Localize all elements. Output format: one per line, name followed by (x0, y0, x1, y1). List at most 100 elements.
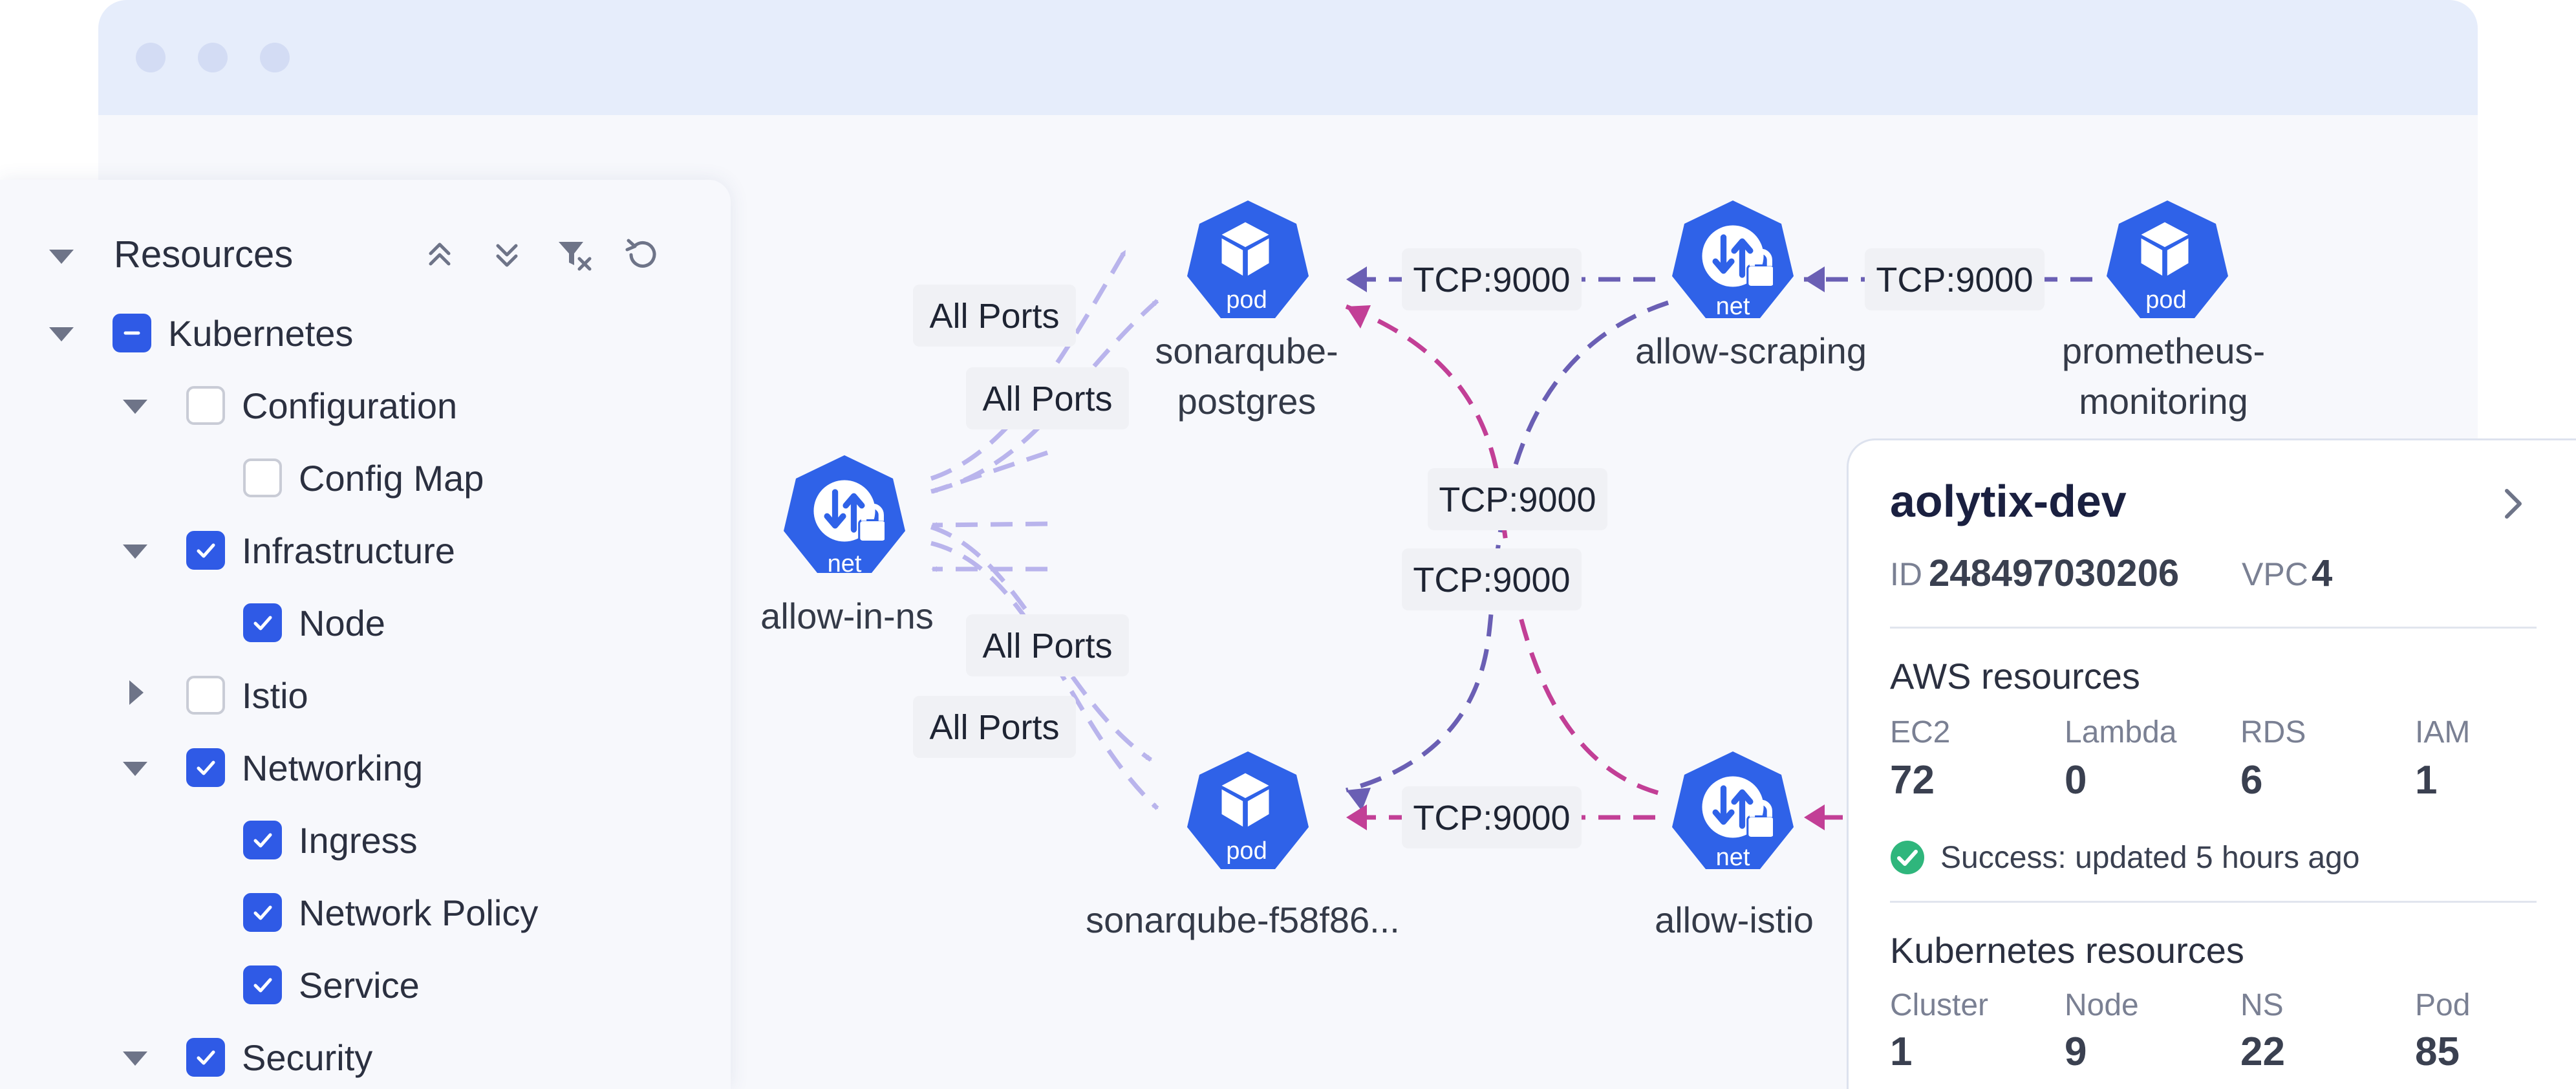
node-allow-scraping[interactable]: net allow-scraping (1635, 200, 1867, 371)
tree-item-ingress[interactable]: Ingress (243, 811, 418, 869)
checkbox-checked[interactable] (243, 893, 282, 932)
tree-item-label: Config Map (299, 457, 484, 499)
tree-item-configuration[interactable]: Configuration (186, 376, 457, 435)
node-type: pod (2145, 286, 2186, 314)
k8s-node-value: 9 (2065, 1030, 2087, 1074)
clear-filter-icon[interactable] (555, 235, 594, 274)
tree-item-kubernetes[interactable]: Kubernetes (113, 304, 353, 362)
tree-item-label: Kubernetes (168, 312, 354, 354)
node-prometheus-monitoring[interactable]: pod prometheus- monitoring (2062, 200, 2265, 422)
k8s-cluster-label: Cluster (1890, 988, 1989, 1022)
arrowhead (1346, 266, 1367, 292)
edge-f58-to-allow-in-ns-a[interactable] (931, 521, 1048, 528)
checkbox-partial[interactable] (113, 314, 151, 352)
edge-allow-in-ns-to-f58-b[interactable] (930, 541, 1159, 810)
checkbox-checked[interactable] (186, 1038, 225, 1077)
node-type: pod (1226, 286, 1267, 314)
node-label: sonarqube- (1155, 330, 1338, 371)
vpc-label: VPC (2242, 556, 2308, 592)
aws-rds-label: RDS (2240, 715, 2306, 749)
aws-lambda-label: Lambda (2065, 715, 2177, 749)
edge-allow-in-ns-to-postgres-a[interactable] (930, 250, 1128, 481)
tree-item-network-policy[interactable]: Network Policy (243, 883, 538, 942)
reset-icon[interactable] (622, 235, 661, 274)
arrowhead (1804, 804, 1825, 830)
checkbox-checked[interactable] (243, 821, 282, 859)
tree-item-label: Configuration (242, 385, 458, 426)
node-type: net (1716, 844, 1750, 871)
expand-caret-icon[interactable] (123, 1051, 147, 1066)
account-detail-card: aolytix-dev ID 248497030206 VPC 4 AWS re… (1847, 438, 2576, 1089)
node-label: allow-scraping (1635, 330, 1867, 371)
node-allow-in-ns[interactable]: net allow-in-ns (760, 455, 934, 636)
edge-label: TCP:9000 (1413, 261, 1570, 299)
resources-panel: Resources Kubernetes Configuration Confi… (0, 180, 731, 1089)
edge-label: TCP:9000 (1413, 799, 1570, 837)
expand-caret-icon[interactable] (49, 327, 74, 341)
edge-label: All Ports (982, 380, 1112, 418)
checkbox-checked[interactable] (186, 531, 225, 570)
success-check-icon (1891, 841, 1924, 874)
aws-lambda-value: 0 (2065, 758, 2087, 803)
collapse-all-icon[interactable] (420, 235, 459, 274)
edge-label: TCP:9000 (1413, 561, 1570, 599)
checkbox[interactable] (243, 458, 282, 497)
expand-caret-icon[interactable] (123, 762, 147, 776)
window-titlebar (98, 0, 2478, 115)
node-allow-istio[interactable]: net allow-istio (1655, 751, 1814, 940)
expand-all-icon[interactable] (488, 235, 526, 274)
tree-item-infrastructure[interactable]: Infrastructure (186, 521, 455, 579)
k8s-ns-label: NS (2240, 988, 2284, 1022)
tree-item-label: Istio (242, 674, 308, 716)
node-label: prometheus- (2062, 330, 2265, 371)
aws-resources-title: AWS resources (1890, 656, 2140, 696)
checkbox[interactable] (186, 386, 225, 425)
edge-label: All Ports (929, 708, 1059, 747)
tree-item-istio[interactable]: Istio (186, 666, 308, 724)
vpc-value: 4 (2312, 552, 2333, 594)
k8s-ns-value: 22 (2240, 1030, 2285, 1074)
divider (1890, 627, 2537, 629)
divider (1890, 901, 2537, 903)
kubernetes-resources-title: Kubernetes resources (1890, 930, 2244, 971)
arrowhead (1346, 804, 1367, 830)
arrowhead (1346, 788, 1371, 811)
edge-postgres-to-allow-in-ns[interactable] (931, 450, 1049, 494)
id-label: ID (1890, 556, 1922, 592)
checkbox-checked[interactable] (243, 965, 282, 1004)
node-sonarqube-postgres[interactable]: pod sonarqube- postgres (1155, 200, 1338, 422)
node-label: allow-istio (1655, 900, 1814, 940)
tree-item-label: Ingress (299, 819, 418, 861)
checkbox[interactable] (186, 676, 225, 715)
window-dot-minimize[interactable] (198, 43, 228, 72)
edge-allow-istio-to-postgres[interactable] (1345, 304, 1669, 798)
tree-item-label: Networking (242, 747, 424, 788)
tree-item-config-map[interactable]: Config Map (243, 449, 484, 507)
edge-label: TCP:9000 (1439, 480, 1596, 519)
aws-iam-label: IAM (2415, 715, 2471, 749)
node-type: net (1716, 293, 1750, 320)
node-label: postgres (1177, 381, 1316, 422)
tree-item-label: Node (299, 602, 385, 643)
node-sonarqube-f58f86[interactable]: pod sonarqube-f58f86... (1086, 751, 1400, 940)
chevron-right-icon[interactable] (2499, 484, 2528, 523)
aws-ec2-label: EC2 (1890, 715, 1951, 749)
expand-caret-right-icon[interactable] (129, 680, 144, 705)
edge-allow-scraping-to-f58[interactable] (1346, 300, 1669, 793)
tree-item-node[interactable]: Node (243, 594, 385, 652)
tree-item-security[interactable]: Security (186, 1028, 372, 1086)
collapse-caret-icon[interactable] (49, 250, 74, 264)
checkbox-checked[interactable] (243, 603, 282, 642)
tree-item-label: Network Policy (299, 892, 539, 933)
node-type: pod (1226, 837, 1267, 865)
node-type: net (828, 550, 862, 577)
checkbox-checked[interactable] (186, 748, 225, 787)
expand-caret-icon[interactable] (123, 400, 147, 414)
tree-item-service[interactable]: Service (243, 956, 420, 1014)
window-dot-maximize[interactable] (260, 43, 290, 72)
tree-item-label: Security (242, 1037, 373, 1078)
window-dot-close[interactable] (136, 43, 166, 72)
expand-caret-icon[interactable] (123, 544, 147, 559)
aws-ec2-value: 72 (1890, 758, 1935, 803)
tree-item-networking[interactable]: Networking (186, 739, 423, 797)
